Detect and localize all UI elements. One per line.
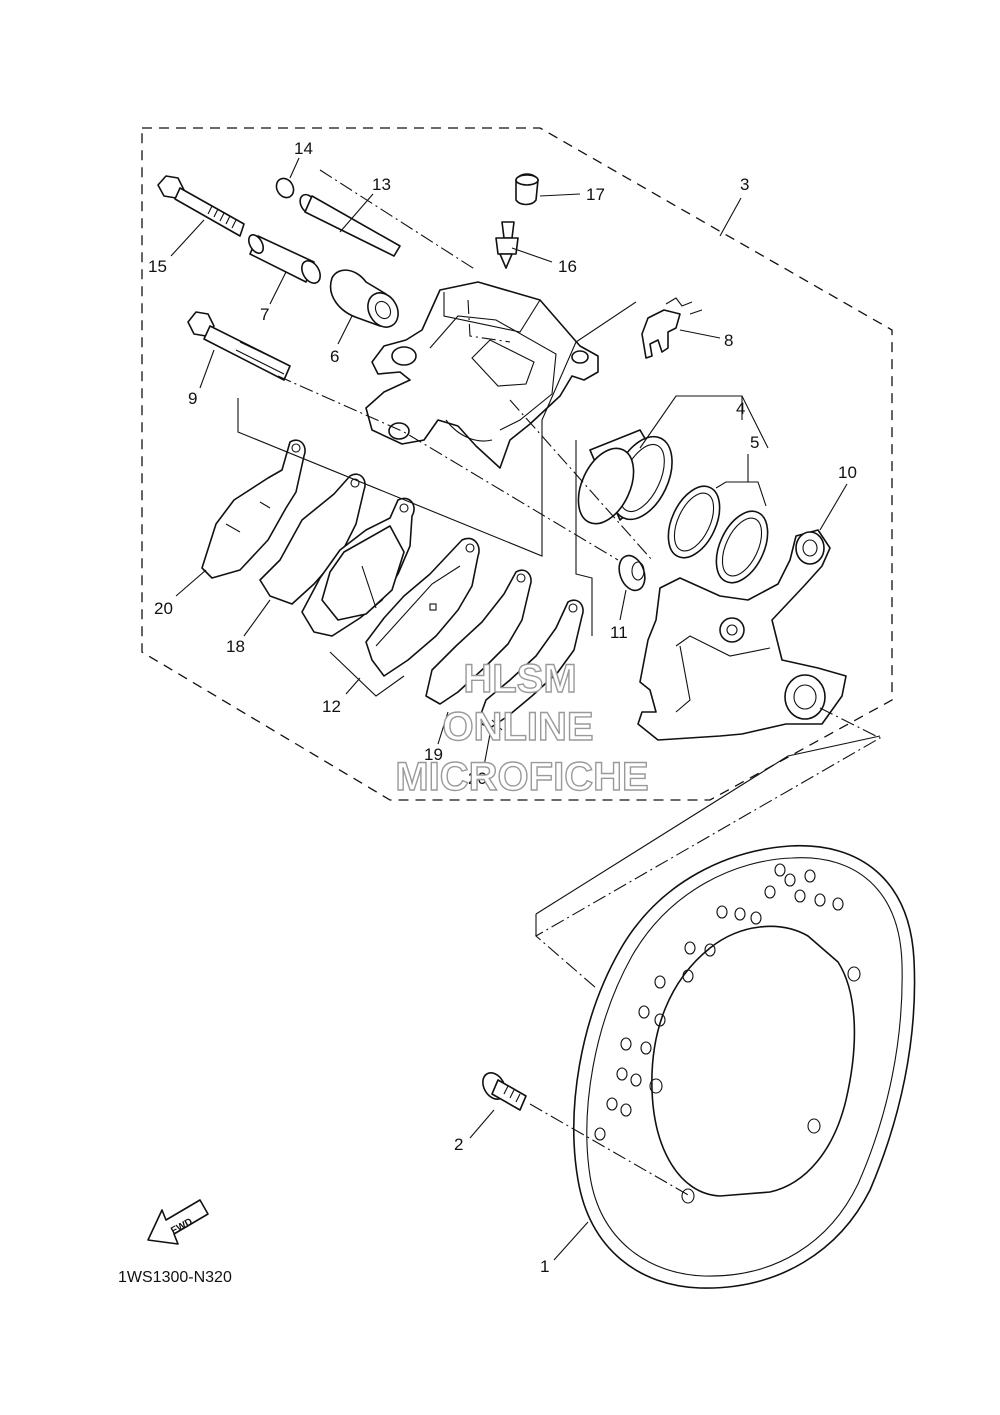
callout-7: 7 <box>260 305 269 324</box>
assembly-boundary <box>141 127 893 801</box>
part-18-shim[interactable] <box>259 473 366 605</box>
callout-17: 17 <box>586 185 605 204</box>
part-13-pin[interactable] <box>297 192 401 257</box>
part-11-boot[interactable] <box>615 552 650 594</box>
callout-15: 15 <box>148 257 167 276</box>
callout-19: 19 <box>424 745 443 764</box>
callout-16: 16 <box>558 257 577 276</box>
callout-11: 11 <box>610 623 628 642</box>
callout-8: 8 <box>724 331 733 350</box>
callout-6: 6 <box>330 347 339 366</box>
leader-lines <box>170 157 848 1261</box>
svg-text:MICROFICHE: MICROFICHE <box>395 755 648 799</box>
part-20-shim-right[interactable] <box>477 599 584 735</box>
part-9-pin-bolt[interactable] <box>187 311 291 381</box>
part-15-bolt[interactable] <box>157 175 245 237</box>
callout-3: 3 <box>740 175 749 194</box>
part-8-spring-clip[interactable] <box>641 297 703 359</box>
callout-20: 20 <box>154 599 173 618</box>
part-1-brake-disc[interactable] <box>573 844 916 1289</box>
callout-1: 1 <box>540 1257 549 1276</box>
part-6-boot[interactable] <box>329 269 405 332</box>
callout-13: 13 <box>372 175 391 194</box>
callout-labels: 14 13 17 3 15 16 7 6 8 9 4 10 5 20 11 18… <box>148 139 857 1276</box>
diagram-code: 1WS1300-N320 <box>118 1269 232 1286</box>
part-17-bleeder-cap[interactable] <box>515 173 539 206</box>
callout-18: 18 <box>226 637 245 656</box>
svg-text:ONLINE: ONLINE <box>442 705 593 749</box>
part-16-bleeder-screw[interactable] <box>495 221 519 269</box>
part-3-caliper-body[interactable] <box>365 281 599 469</box>
callout-2: 2 <box>454 1135 463 1154</box>
part-5-seals[interactable] <box>658 478 778 590</box>
rotor-holes <box>594 863 861 1204</box>
callout-20: 20 <box>468 769 487 788</box>
callout-9: 9 <box>188 389 197 408</box>
callout-12: 12 <box>322 697 341 716</box>
part-2-rotor-bolt[interactable] <box>478 1069 527 1111</box>
part-19-shim[interactable] <box>425 569 532 705</box>
part-7-sleeve[interactable] <box>246 232 324 286</box>
alignment-lines <box>237 169 882 1197</box>
callout-10: 10 <box>838 463 857 482</box>
part-20-shim-left[interactable] <box>201 439 306 579</box>
callout-4: 4 <box>736 399 745 418</box>
callout-5: 5 <box>750 433 759 452</box>
part-12-brake-pads[interactable] <box>301 497 480 677</box>
svg-text:HLSM: HLSM <box>463 657 576 701</box>
part-4-piston[interactable] <box>567 427 684 532</box>
part-14-collar[interactable] <box>273 175 297 200</box>
callout-14: 14 <box>294 139 313 158</box>
fwd-arrow-icon: FWD <box>147 1199 209 1245</box>
part-10-caliper-bracket[interactable] <box>637 529 847 741</box>
watermark: HLSM ONLINE MICROFICHE <box>395 656 650 799</box>
